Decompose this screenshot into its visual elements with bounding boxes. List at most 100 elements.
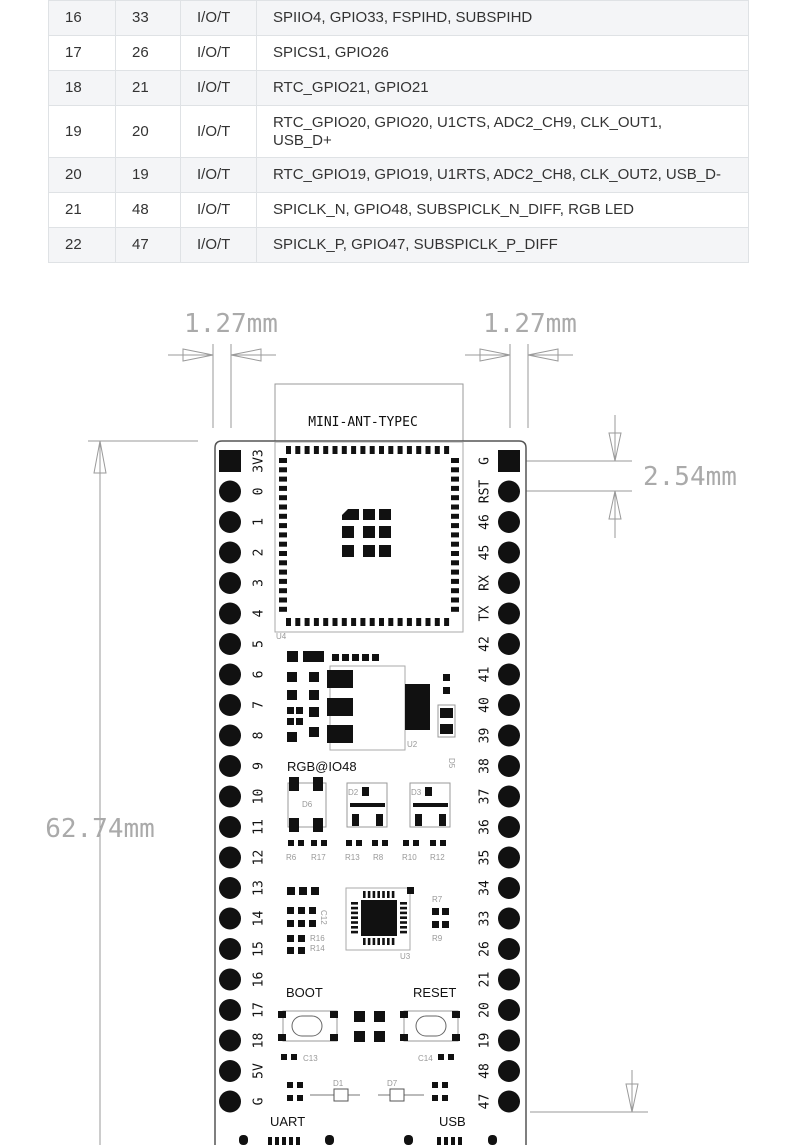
ic-pin xyxy=(382,938,385,945)
gpio-cell-text: 19 xyxy=(132,166,149,183)
smd-pad xyxy=(432,1095,438,1101)
header-pad xyxy=(498,541,520,564)
right-pin-label: 47 xyxy=(478,1094,493,1110)
module-pad xyxy=(451,578,459,584)
pin-number-cell: 19 xyxy=(48,105,116,158)
left-pin-label: 7 xyxy=(252,701,267,709)
module-pad xyxy=(286,446,291,454)
header-pad xyxy=(219,541,241,564)
type-cell-text: I/O/T xyxy=(197,201,231,218)
smd-pad xyxy=(309,690,319,700)
smd-pad xyxy=(309,727,319,737)
smd-pad xyxy=(297,1095,303,1101)
header-pad xyxy=(498,785,520,808)
module-pad xyxy=(451,476,459,482)
type-cell-text: I/O/T xyxy=(197,79,231,96)
r7-ref: R7 xyxy=(432,895,443,904)
r16-ref: R16 xyxy=(310,934,325,943)
smd-pad xyxy=(354,1011,365,1022)
boot-button[interactable] xyxy=(278,1010,338,1042)
smd-pad xyxy=(268,1137,272,1145)
antenna-label: MINI-ANT-TYPEC xyxy=(308,415,418,430)
antenna-area xyxy=(274,383,464,443)
header-pad xyxy=(219,1029,241,1052)
left-pin-label: 4 xyxy=(252,609,267,617)
module-pad xyxy=(451,485,459,491)
header-pad xyxy=(219,511,241,533)
smd-pad xyxy=(298,947,305,954)
type-cell: I/O/T xyxy=(180,70,257,106)
header-pad-square xyxy=(498,450,520,472)
u3-chip xyxy=(361,900,397,936)
smd-pad xyxy=(287,690,297,700)
smd-pad xyxy=(440,708,453,718)
smd-pad xyxy=(362,654,369,661)
d3-outline xyxy=(409,782,451,828)
module-pad xyxy=(304,446,310,454)
ic-pin xyxy=(367,938,371,945)
type-cell-text: I/O/T xyxy=(197,9,231,26)
u3-ref: U3 xyxy=(400,952,411,961)
right-pin-label: G xyxy=(478,457,493,465)
module-pad xyxy=(279,467,287,473)
smd-pad xyxy=(442,1095,448,1101)
ic-pin xyxy=(400,906,407,910)
dim-label-length: 62.74mm xyxy=(45,814,155,844)
dim-arrow xyxy=(608,432,622,462)
smd-pad xyxy=(382,840,388,846)
header-pad xyxy=(498,724,520,747)
uart-label: UART xyxy=(270,1114,305,1129)
smd-pad xyxy=(287,707,294,714)
header-pad xyxy=(498,602,520,625)
module-pad xyxy=(295,618,301,626)
function-cell-text: RTC_GPIO19, GPIO19, U1RTS, ADC2_CH8, CLK… xyxy=(273,166,721,183)
function-cell-text: SPICS1, GPIO26 xyxy=(273,44,389,61)
module-pad xyxy=(397,446,403,454)
module-pad xyxy=(286,618,291,626)
type-cell: I/O/T xyxy=(180,35,257,71)
header-pad xyxy=(498,663,520,686)
module-pad xyxy=(451,606,459,612)
header-pad xyxy=(498,633,520,655)
smd-pad xyxy=(440,840,446,846)
right-header: GRST4645RXTX4241403938373635343326212019… xyxy=(478,450,520,1113)
type-cell-text: I/O/T xyxy=(197,166,231,183)
ic-pin xyxy=(382,891,385,898)
function-cell: SPICLK_N, GPIO48, SUBSPICLK_N_DIFF, RGB … xyxy=(256,192,749,228)
ic-pin xyxy=(400,921,407,924)
smd-pad xyxy=(296,718,303,725)
dim-label-pitch: 2.54mm xyxy=(643,462,737,492)
right-pin-label: 37 xyxy=(478,789,493,805)
pin-number-cell-text: 18 xyxy=(65,79,82,96)
smd-pad xyxy=(444,1137,448,1145)
smd-pad xyxy=(440,724,453,734)
pcb-outline xyxy=(214,440,527,1145)
d3-bar xyxy=(413,803,448,807)
smd-pad xyxy=(432,908,439,915)
r8-ref: R8 xyxy=(373,853,384,862)
right-pin-label: TX xyxy=(478,606,493,622)
center-pads xyxy=(281,1011,454,1060)
d7-body xyxy=(389,1088,405,1102)
d2-bar xyxy=(350,803,385,807)
smd-pad xyxy=(288,840,294,846)
header-pad xyxy=(219,1060,241,1082)
right-pin-label: 41 xyxy=(478,667,493,683)
smd-pad xyxy=(313,818,323,832)
type-cell: I/O/T xyxy=(180,105,257,158)
smd-pad xyxy=(298,935,305,942)
left-pin-label: 0 xyxy=(252,488,267,496)
regulator-tab xyxy=(405,684,430,730)
d3-ref: D3 xyxy=(411,788,422,797)
left-pin-label: G xyxy=(252,1097,267,1105)
ground-pad xyxy=(363,526,375,538)
reset-button[interactable] xyxy=(400,1010,460,1042)
u3-outline xyxy=(345,887,411,951)
module-pad xyxy=(279,541,287,547)
smd-pad xyxy=(415,814,422,826)
smd-pad xyxy=(311,840,317,846)
ic-pin xyxy=(400,916,407,919)
module-pad xyxy=(279,495,287,501)
